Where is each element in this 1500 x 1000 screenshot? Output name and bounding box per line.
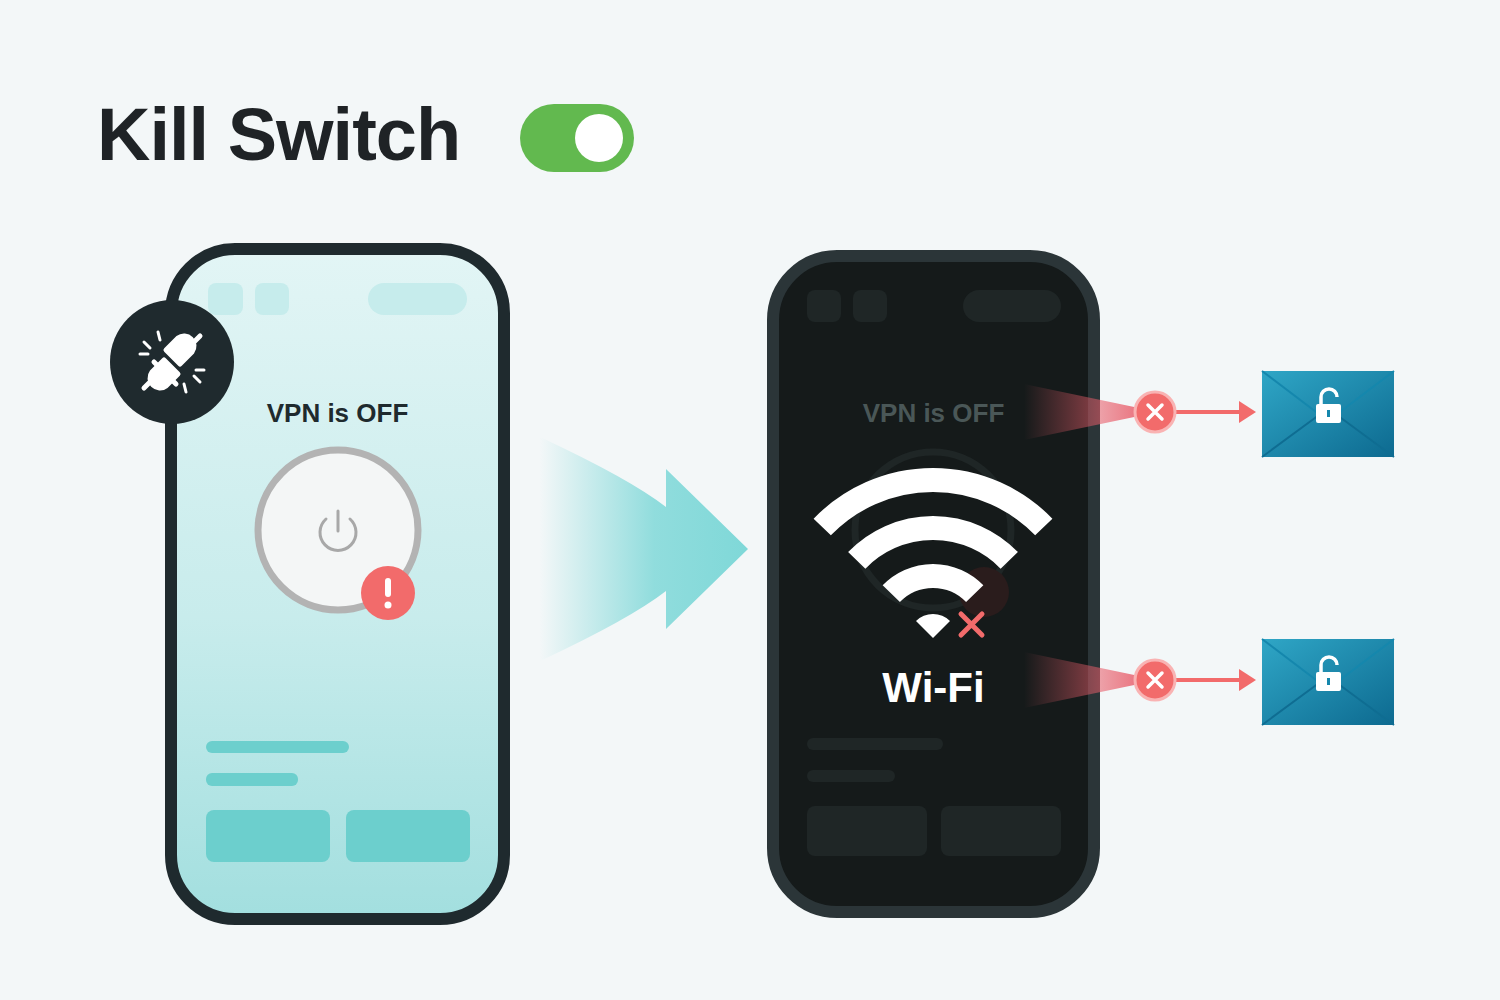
unlocked-icon [1321,389,1337,404]
unplug-badge [110,300,234,424]
ui-button [206,810,330,862]
title: Kill Switch [97,92,460,177]
envelope-flap [1262,371,1394,421]
ui-block [208,283,243,315]
flow-arrow [540,437,748,661]
ui-block-dim [853,290,887,322]
ui-bar-dim [807,770,895,782]
wifi-cross [961,614,982,635]
unlocked-keyhole [1327,678,1330,685]
ui-button-dim [807,806,927,856]
wifi-arc [857,528,1010,560]
block-badge [1135,660,1175,700]
ui-button [346,810,470,862]
block-badge [1135,392,1175,432]
blocked-line [1169,678,1241,682]
ui-bar [206,741,349,753]
ui-block [255,283,289,315]
status-text: VPN is OFF [177,398,498,429]
unlocked-icon [1316,404,1341,423]
envelope-flap [1262,639,1394,689]
wifi-arc [891,576,974,594]
ui-button-dim [941,806,1061,856]
leak-beam [1024,384,1139,440]
wifi-label: Wi-Fi [779,664,1088,712]
phone-blocked: VPN is OFF Wi-Fi [767,250,1100,918]
wifi-dot [916,614,950,638]
phone-vpn-off: VPN is OFF [165,243,510,925]
ui-block-dim [807,290,841,322]
blocked-line [1169,410,1241,414]
leak-beam [1024,652,1139,708]
ui-bar [206,773,298,786]
wifi-arc [822,480,1044,527]
phone-art [779,262,1088,906]
unlocked-icon [1321,657,1337,672]
alert-badge [361,566,415,620]
ui-bar-dim [807,738,943,750]
status-text-dim: VPN is OFF [779,398,1088,429]
ui-pill [368,283,467,315]
envelope [1262,639,1394,725]
ui-pill-dim [963,290,1061,322]
toggle-knob [575,114,623,162]
unlocked-keyhole [1327,410,1330,417]
unlocked-icon [1316,672,1341,691]
block-cross [1148,673,1162,687]
flow-arrow-shape [540,437,748,661]
block-cross [1148,405,1162,419]
power-icon [337,511,340,531]
phone-art [177,255,498,913]
blocked-arrowhead [1239,669,1256,691]
alert-mark [385,602,392,609]
envelope [1262,371,1394,457]
toggle-track [520,104,634,172]
alert-mark [385,578,391,597]
blocked-arrowhead [1239,401,1256,423]
